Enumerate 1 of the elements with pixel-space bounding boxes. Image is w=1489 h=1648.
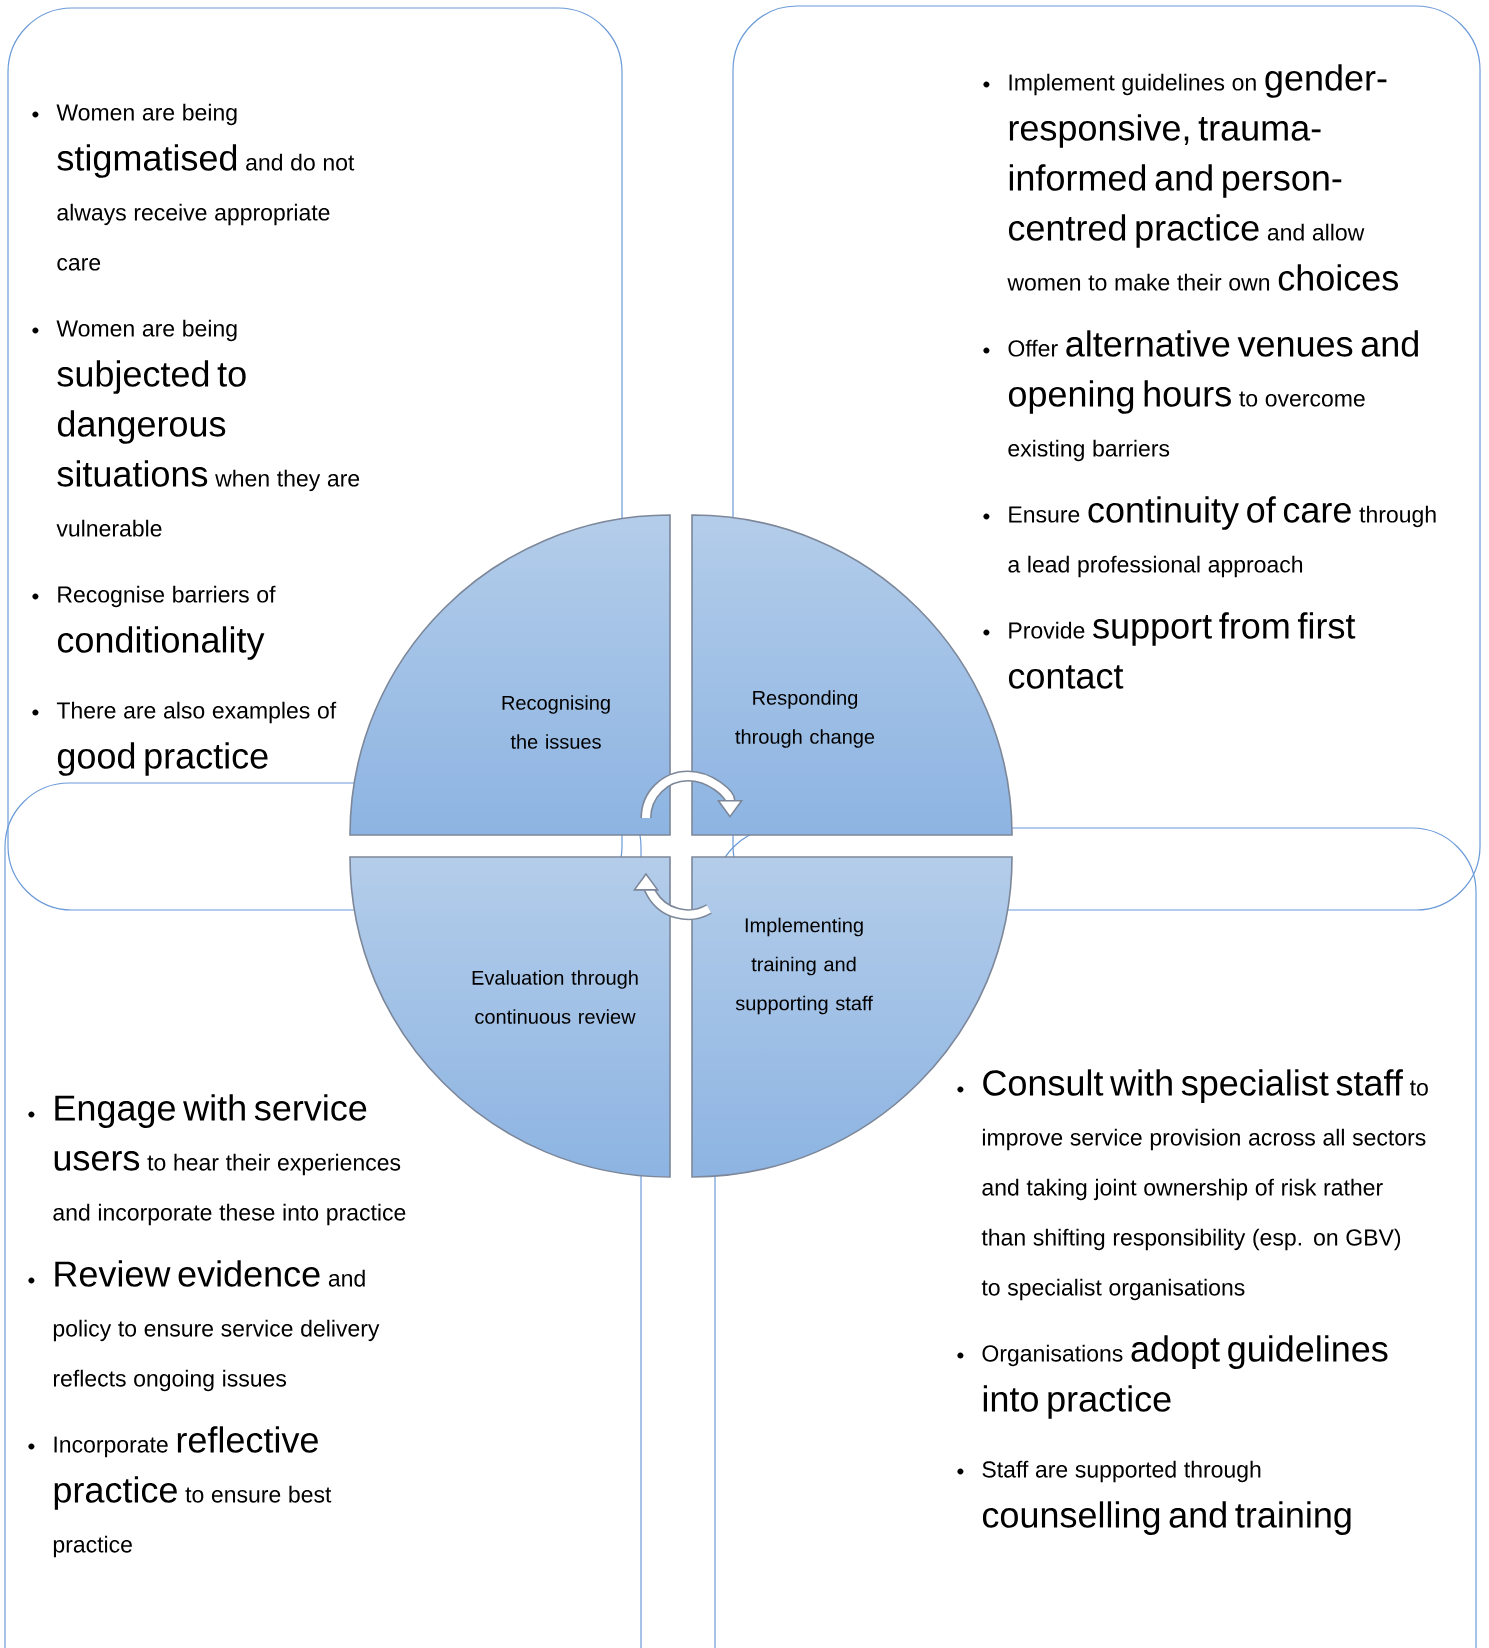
- quarter-segment: Recognising the issues: [349, 514, 671, 836]
